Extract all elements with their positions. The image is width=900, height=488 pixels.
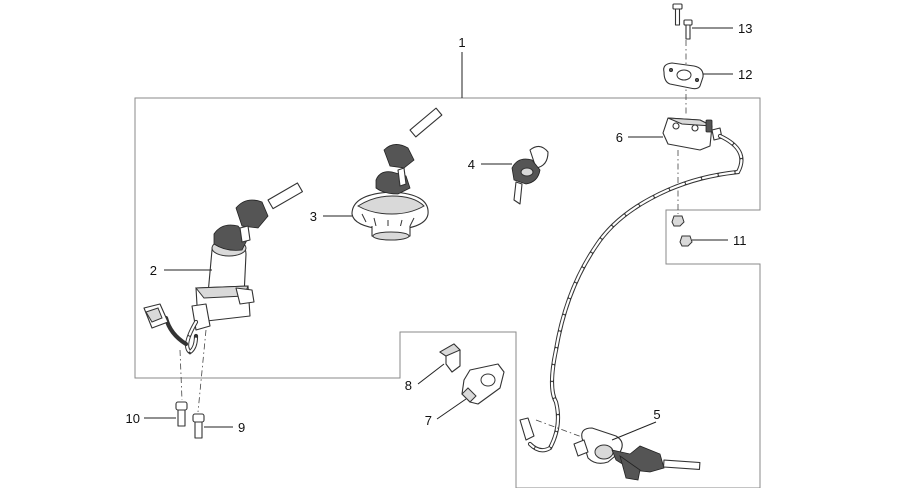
bolt-part-9 <box>192 413 205 439</box>
callout-13: 13 <box>738 21 752 36</box>
callout-4: 4 <box>468 157 475 172</box>
callout-7: 7 <box>425 413 432 428</box>
assembly-frame <box>134 97 761 488</box>
seat-lock-cylinder-part-5 <box>535 419 701 481</box>
callout-1: 1 <box>458 35 465 50</box>
gasket-part-12 <box>663 62 704 90</box>
callout-6: 6 <box>616 130 623 145</box>
callout-3: 3 <box>310 209 317 224</box>
callout-5: 5 <box>653 407 660 422</box>
lock-cable <box>519 133 744 453</box>
callout-2: 2 <box>150 263 157 278</box>
clip-part-8 <box>439 343 461 373</box>
bolt-part-10 <box>175 401 188 427</box>
keys-part-4 <box>511 145 549 205</box>
callout-9: 9 <box>238 420 245 435</box>
callout-8: 8 <box>405 378 412 393</box>
ignition-switch-part-2 <box>143 182 303 413</box>
callout-11: 11 <box>733 233 747 248</box>
nut-part-11 <box>671 150 693 247</box>
seat-lock-part-6 <box>662 117 723 151</box>
fuel-cap-part-3 <box>351 107 443 241</box>
callout-12: 12 <box>738 67 752 82</box>
leader-7 <box>436 398 467 420</box>
leader-8 <box>417 363 445 385</box>
leader-5 <box>611 421 657 441</box>
bracket-part-7 <box>461 363 505 405</box>
callout-10: 10 <box>126 411 140 426</box>
